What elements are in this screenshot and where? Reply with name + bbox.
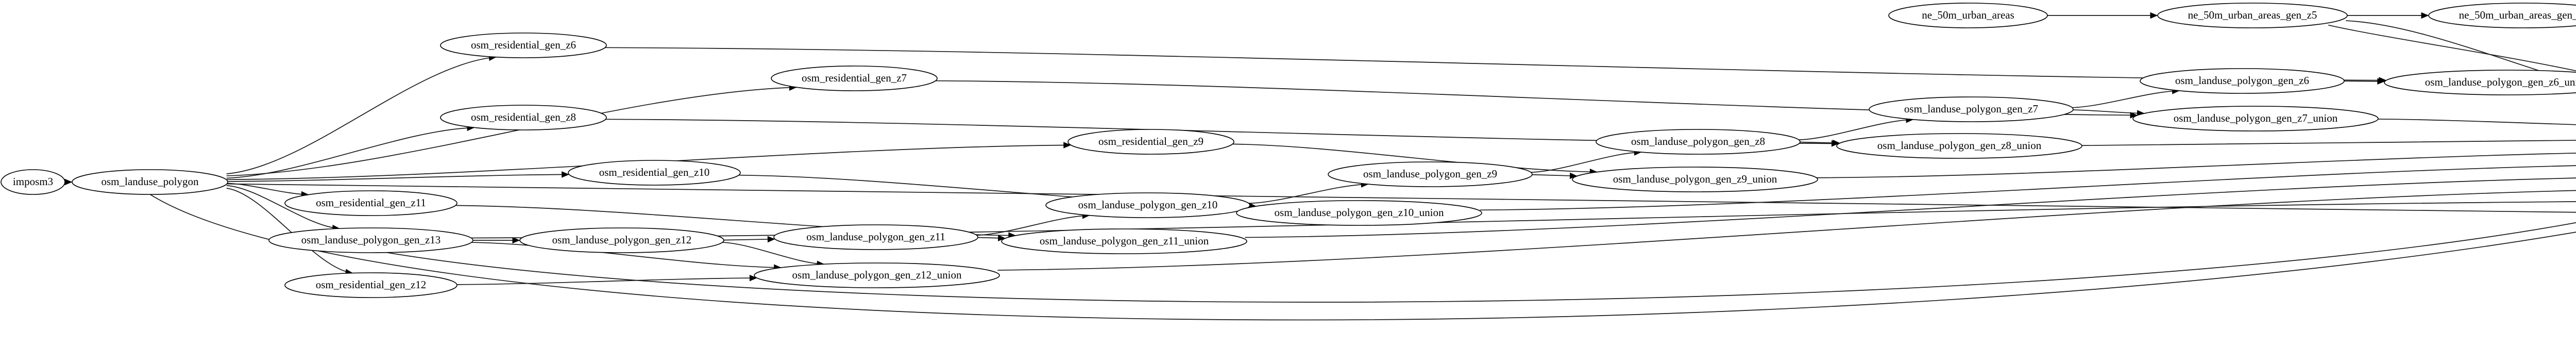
node-osm-landuse-polygon-gen-z10-union[interactable]: osm_landuse_polygon_gen_z10_union [1236, 200, 1482, 226]
node-osm-landuse-polygon-gen-z11[interactable]: osm_landuse_polygon_gen_z11 [773, 224, 978, 250]
node-ellipse [2384, 70, 2576, 95]
node-osm-landuse-polygon-gen-z6[interactable]: osm_landuse_polygon_gen_z6 [2140, 68, 2345, 94]
edge-osm-landuse-polygon-to-osm-landuse-polygon-gen-z13 [226, 185, 340, 229]
node-ellipse [440, 105, 607, 130]
edge-osm-landuse-polygon-to-layer-landuse-z14plus [149, 194, 2576, 321]
node-ellipse [1, 169, 65, 195]
node-ellipse [1888, 3, 2048, 28]
edge-osm-landuse-polygon-to-osm-residential-gen-z8 [226, 127, 474, 179]
edge-osm-landuse-polygon-gen-z9-to-osm-landuse-polygon-gen-z9-union [1531, 174, 1577, 177]
node-ellipse [1869, 96, 2074, 122]
edge-osm-landuse-polygon-gen-z8-to-osm-landuse-polygon-gen-z7 [1798, 119, 1913, 141]
node-ellipse [284, 190, 457, 216]
edge-arrowhead [512, 237, 520, 244]
node-ellipse [72, 169, 228, 195]
node-ne-50m-urban-areas-gen-z5[interactable]: ne_50m_urban_areas_gen_z5 [2157, 3, 2348, 28]
edge-osm-landuse-polygon-to-osm-residential-gen-z10 [226, 174, 569, 182]
edges-layer [64, 12, 2576, 321]
edge-osm-landuse-polygon-gen-z10-union-to-layer-landuse-z10 [1480, 165, 2576, 211]
node-osm-residential-gen-z10[interactable]: osm_residential_gen_z10 [568, 160, 741, 186]
edge-ne-50m-urban-areas-gen-z5-to-layer-landuse-z5 [2346, 20, 2576, 83]
node-ellipse [2157, 3, 2348, 28]
edge-osm-landuse-polygon-gen-z11-to-osm-landuse-polygon-gen-z10 [976, 215, 1090, 236]
edge-osm-residential-gen-z12-to-osm-landuse-polygon-gen-z12-union [455, 277, 757, 285]
edge-osm-landuse-polygon-gen-z12-to-osm-landuse-polygon-gen-z11 [722, 238, 775, 241]
edge-arrowhead [2421, 12, 2429, 19]
edge-arrowhead [562, 171, 569, 178]
edge-osm-landuse-polygon-gen-z7-to-osm-landuse-polygon-gen-z6 [2072, 90, 2179, 108]
edge-osm-landuse-polygon-gen-z7-union-to-layer-landuse-z7 [2376, 119, 2576, 125]
node-ellipse [771, 65, 938, 91]
edge-osm-landuse-polygon-gen-z12-to-osm-landuse-polygon-gen-z12-union [722, 242, 824, 265]
edge-osm-landuse-polygon-gen-z8-union-to-layer-landuse-z8 [2080, 139, 2576, 146]
node-ne-50m-urban-areas-gen-z4[interactable]: ne_50m_urban_areas_gen_z4 [2428, 3, 2576, 28]
node-ne-50m-urban-areas[interactable]: ne_50m_urban_areas [1888, 3, 2048, 28]
node-osm-landuse-polygon-gen-z9-union[interactable]: osm_landuse_polygon_gen_z9_union [1572, 167, 1818, 192]
node-ellipse [1596, 129, 1801, 155]
node-osm-landuse-polygon-gen-z8[interactable]: osm_landuse_polygon_gen_z8 [1596, 129, 1801, 155]
node-ellipse [1328, 161, 1533, 187]
node-ellipse [519, 227, 724, 253]
edge-osm-landuse-polygon-gen-z9-to-osm-landuse-polygon-gen-z8 [1530, 152, 1641, 173]
node-osm-landuse-polygon-gen-z9[interactable]: osm_landuse_polygon_gen_z9 [1328, 161, 1533, 187]
node-osm-landuse-polygon-gen-z6-union[interactable]: osm_landuse_polygon_gen_z6_union [2384, 70, 2576, 95]
node-ellipse [268, 227, 473, 253]
edge-osm-landuse-polygon-gen-z7-to-osm-landuse-polygon-gen-z7-union [2072, 109, 2144, 114]
edge-z13-to-layer-landuse-z13 [386, 222, 2576, 303]
node-osm-residential-gen-z11[interactable]: osm_residential_gen_z11 [284, 190, 457, 216]
edge-osm-landuse-polygon-gen-z12-union-to-layer-landuse-z12 [997, 190, 2576, 271]
node-ellipse [440, 32, 607, 58]
edge-osm-landuse-polygon-to-osm-residential-gen-z12 [226, 188, 353, 274]
node-osm-landuse-polygon-gen-z12[interactable]: osm_landuse_polygon_gen_z12 [519, 227, 724, 253]
node-ellipse [1572, 167, 1818, 192]
node-osm-landuse-polygon-gen-z13[interactable]: osm_landuse_polygon_gen_z13 [268, 227, 473, 253]
edge-arrowhead [1832, 139, 1840, 146]
edge-osm-residential-gen-z9-to-osm-landuse-polygon-gen-z9-union [1232, 143, 1597, 173]
node-ellipse [1236, 200, 1482, 226]
edge-osm-landuse-polygon-gen-z9-union-to-layer-landuse-z9 [1816, 153, 2576, 178]
edge-arrowhead [1063, 142, 1072, 149]
node-osm-residential-gen-z9[interactable]: osm_residential_gen_z9 [1067, 129, 1234, 155]
node-osm-landuse-polygon-gen-z7[interactable]: osm_landuse_polygon_gen_z7 [1869, 96, 2074, 122]
edge-osm-landuse-polygon-to-osm-residential-gen-z6 [226, 56, 496, 174]
node-osm-residential-gen-z7[interactable]: osm_residential_gen_z7 [771, 65, 938, 91]
edge-arrowhead [997, 235, 1006, 241]
edge-arrowhead [767, 236, 775, 243]
nodes-layer: imposm3 osm_landuse_polygon osm_residentia… [1, 3, 2576, 298]
edge-arrowhead [749, 274, 757, 282]
edge-ne-50m-urban-areas-gen-z5-to-layer-landuse-z5 [2328, 24, 2576, 72]
node-osm-residential-gen-z8[interactable]: osm_residential_gen_z8 [440, 105, 607, 130]
node-osm-landuse-polygon-gen-z10[interactable]: osm_landuse_polygon_gen_z10 [1045, 192, 1250, 218]
edge-osm-residential-gen-z6-to-osm-landuse-polygon-gen-z6-union [605, 47, 2386, 81]
node-ellipse [2428, 3, 2576, 28]
node-ellipse [568, 160, 741, 186]
node-ellipse [1001, 228, 1247, 254]
node-osm-residential-gen-z12[interactable]: osm_residential_gen_z12 [284, 272, 457, 298]
edge-arrowhead [2377, 78, 2385, 85]
edge-arrowhead [2150, 12, 2158, 19]
node-ellipse [2132, 106, 2379, 131]
edge-arrowhead [64, 178, 73, 186]
edge-osm-landuse-polygon-gen-z13-to-osm-landuse-polygon-gen-z12-union [471, 242, 781, 268]
node-osm-landuse-polygon-gen-z12-union[interactable]: osm_landuse_polygon_gen_z12_union [754, 262, 1000, 288]
node-osm-landuse-polygon-gen-z11-union[interactable]: osm_landuse_polygon_gen_z11_union [1001, 228, 1247, 254]
node-ellipse [1045, 192, 1250, 218]
node-ellipse [1836, 133, 2082, 159]
node-ellipse [1067, 129, 1234, 155]
node-ellipse [754, 262, 1000, 288]
node-ellipse [2140, 68, 2345, 94]
edge-arrowhead [1569, 172, 1578, 179]
node-imposm3[interactable]: imposm3 [1, 169, 65, 195]
node-osm-residential-gen-z6[interactable]: osm_residential_gen_z6 [440, 32, 607, 58]
node-osm-landuse-polygon-gen-z7-union[interactable]: osm_landuse_polygon_gen_z7_union [2132, 106, 2379, 131]
edge-osm-landuse-polygon-to-osm-residential-gen-z7 [226, 87, 796, 176]
node-osm-landuse-polygon[interactable]: osm_landuse_polygon [72, 169, 228, 195]
node-ellipse [773, 224, 978, 250]
node-ellipse [284, 272, 457, 298]
edge-osm-landuse-polygon-gen-z11-union-to-layer-landuse-z11 [1245, 177, 2576, 238]
node-osm-landuse-polygon-gen-z8-union[interactable]: osm_landuse_polygon_gen_z8_union [1836, 133, 2082, 159]
edge-arrowhead [2130, 112, 2138, 119]
edge-osm-landuse-polygon-gen-z10-to-osm-landuse-polygon-gen-z9 [1248, 184, 1368, 204]
